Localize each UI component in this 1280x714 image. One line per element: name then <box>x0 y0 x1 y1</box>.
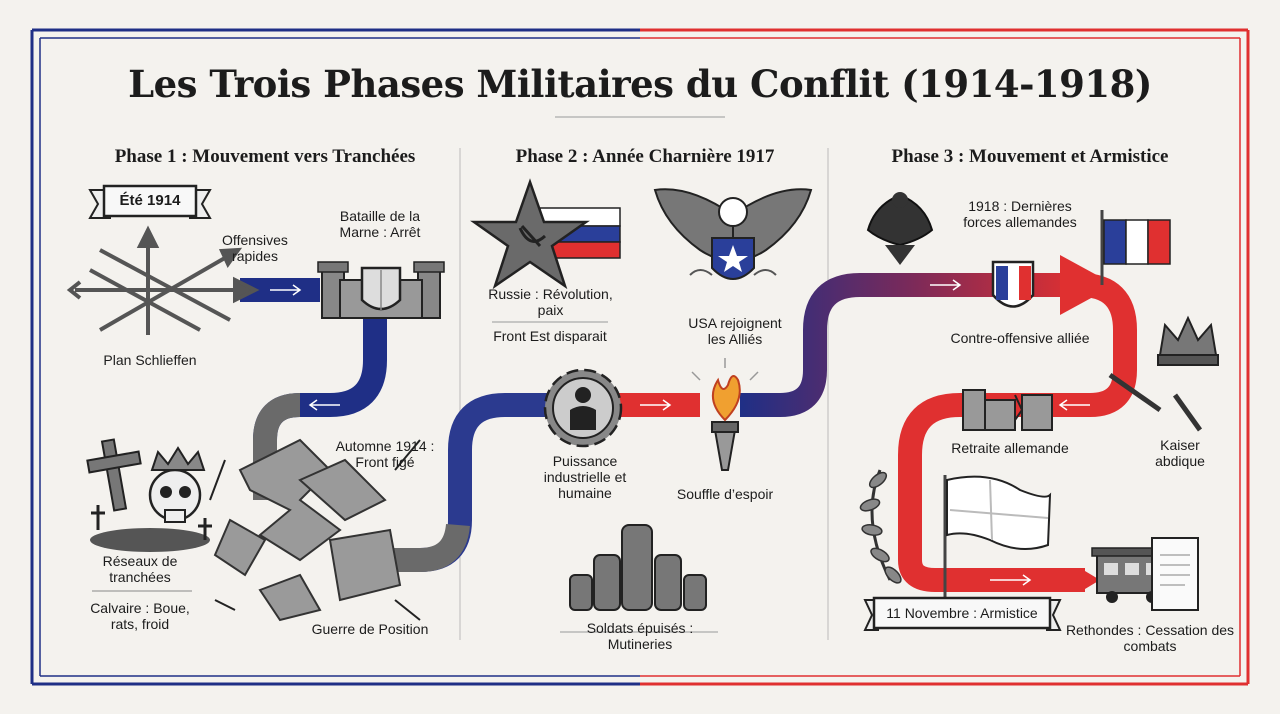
label-reseaux: Réseaux de tranchées <box>102 553 178 585</box>
arrows-bundle-icon <box>66 225 260 335</box>
french-shield-icon <box>991 260 1035 308</box>
broken-wall-icon <box>962 389 1053 431</box>
label-kaiser: Kaiser abdique <box>1155 437 1205 469</box>
crown-icon <box>1157 315 1219 366</box>
castle-icon <box>317 261 445 319</box>
label-russie: Russie : Révolution, paix <box>488 286 613 318</box>
gear-worker-icon <box>543 368 623 448</box>
label-guerre-position: Guerre de Position <box>311 621 429 637</box>
page-title: Les Trois Phases Militaires du Conflit (… <box>128 62 1152 106</box>
label-retraite: Retraite allemande <box>951 440 1069 456</box>
german-eagle-icon <box>866 192 934 265</box>
treaty-scroll-icon <box>1151 537 1199 611</box>
label-puissance: Puissance industrielle et humaine <box>543 453 627 501</box>
label-calvaire: Calvaire : Boue, rats, froid <box>90 600 190 632</box>
label-soldats: Soldats épuisés : Mutineries <box>586 620 694 652</box>
path-red-segment <box>898 273 1137 592</box>
white-flag-icon <box>943 475 1052 600</box>
torch-icon <box>691 358 759 471</box>
label-dernieres-forces: 1918 : Dernières forces allemandes <box>963 198 1077 230</box>
russia-flag-star-icon <box>470 178 621 290</box>
path-gradient-segment <box>740 273 1080 417</box>
label-rethondes: Rethondes : Cessation des combats <box>1065 622 1235 654</box>
label-souffle: Souffle d’espoir <box>676 486 774 502</box>
laurel-wreath-icon <box>859 469 902 584</box>
us-eagle-icon <box>653 188 813 280</box>
trenches-icon <box>209 438 421 622</box>
label-front-est: Front Est disparait <box>493 328 607 344</box>
label-plan-schlieffen: Plan Schlieffen <box>103 352 197 368</box>
broken-scepter-icon <box>1108 372 1203 432</box>
label-offensives: Offensives rapides <box>222 232 288 264</box>
armistice-banner <box>863 596 1062 631</box>
label-usa: USA rejoignent les Alliés <box>688 315 782 347</box>
skull-crown-icon <box>86 438 212 552</box>
phase-2-heading: Phase 2 : Année Charnière 1917 <box>515 146 775 167</box>
phase-3-heading: Phase 3 : Mouvement et Armistice <box>891 146 1169 167</box>
raised-fists-icon <box>569 524 707 611</box>
banner-ete-1914: Été 1914 <box>119 192 181 209</box>
label-marne: Bataille de la Marne : Arrêt <box>339 208 421 240</box>
banner-armistice: 11 Novembre : Armistice <box>886 605 1038 621</box>
label-contre-offensive: Contre-offensive alliée <box>950 330 1090 346</box>
french-flag-icon <box>1100 210 1171 285</box>
banner-ribbon <box>88 184 212 219</box>
label-automne: Automne 1914 : Front figé <box>335 438 435 470</box>
phase-1-heading: Phase 1 : Mouvement vers Tranchées <box>114 146 416 167</box>
